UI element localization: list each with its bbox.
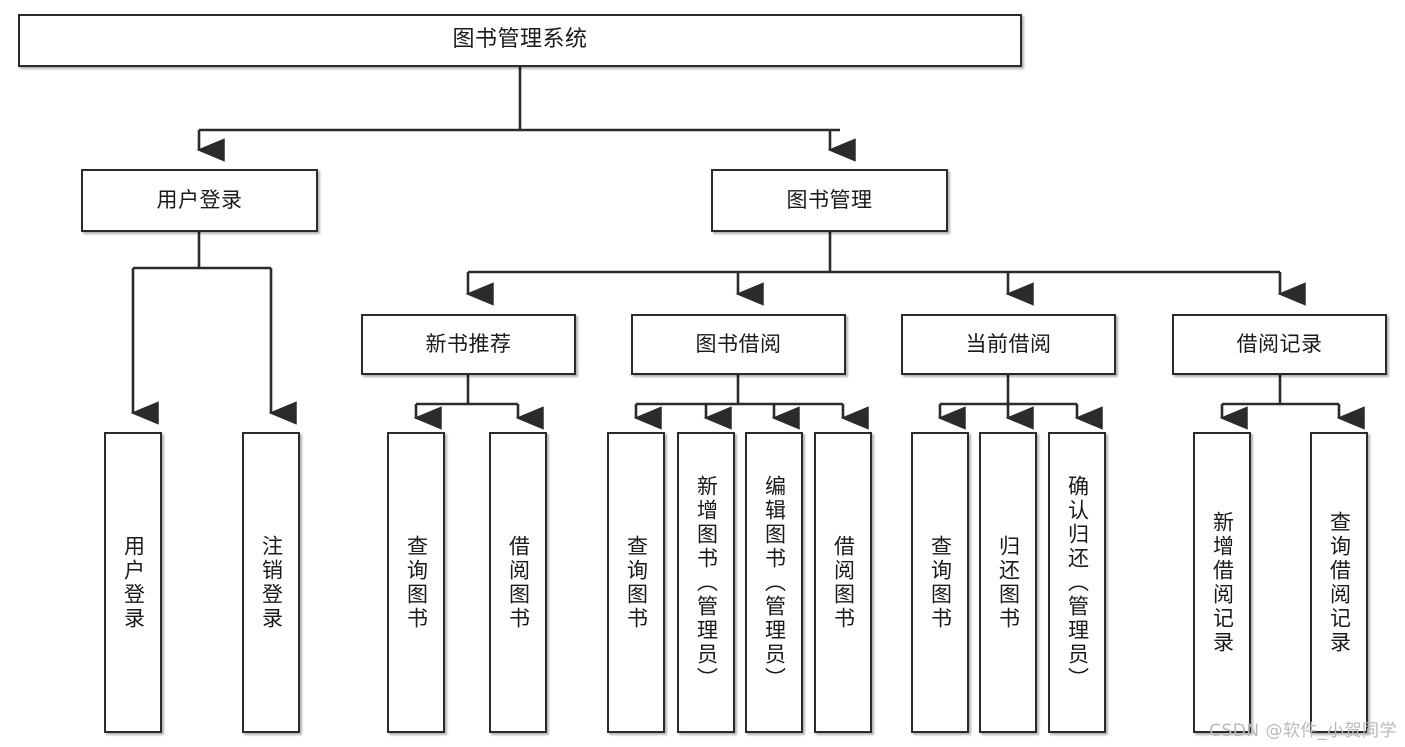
node-leaf-add-record-label: 新增借阅记录 <box>1210 510 1235 655</box>
node-leaf-add-book-label: 新增图书（管理员） <box>694 474 719 691</box>
node-book-borrow-label: 图书借阅 <box>695 331 782 356</box>
node-leaf-return-book[interactable]: 归还图书 <box>979 432 1037 733</box>
node-leaf-query-record[interactable]: 查询借阅记录 <box>1310 432 1368 733</box>
node-user-login[interactable]: 用户登录 <box>81 169 318 232</box>
node-leaf-query-book-3[interactable]: 查询图书 <box>911 432 969 733</box>
node-leaf-edit-book[interactable]: 编辑图书（管理员） <box>745 432 803 733</box>
node-new-book-rec[interactable]: 新书推荐 <box>361 314 576 375</box>
node-leaf-borrow-book-1[interactable]: 借阅图书 <box>489 432 547 733</box>
node-leaf-add-book[interactable]: 新增图书（管理员） <box>677 432 735 733</box>
node-leaf-user-logout-label: 注销登录 <box>259 534 284 631</box>
csdn-watermark: CSDN @软件_小贺同学 <box>1209 721 1397 741</box>
node-leaf-confirm-return[interactable]: 确认归还（管理员） <box>1048 432 1106 733</box>
node-leaf-borrow-book-2-label: 借阅图书 <box>831 534 856 631</box>
node-leaf-query-book-3-label: 查询图书 <box>928 534 953 631</box>
node-leaf-user-logout[interactable]: 注销登录 <box>242 432 300 733</box>
node-book-borrow[interactable]: 图书借阅 <box>631 314 846 375</box>
node-leaf-return-book-label: 归还图书 <box>996 534 1021 631</box>
node-leaf-query-book-1[interactable]: 查询图书 <box>387 432 445 733</box>
node-leaf-user-login-label: 用户登录 <box>121 534 146 631</box>
node-current-borrow[interactable]: 当前借阅 <box>901 314 1116 375</box>
node-leaf-query-record-label: 查询借阅记录 <box>1327 510 1352 655</box>
node-leaf-borrow-book-2[interactable]: 借阅图书 <box>814 432 872 733</box>
node-root[interactable]: 图书管理系统 <box>18 14 1022 67</box>
node-book-manage-label: 图书管理 <box>786 187 873 212</box>
node-leaf-add-record[interactable]: 新增借阅记录 <box>1193 432 1251 733</box>
node-current-borrow-label: 当前借阅 <box>965 331 1052 356</box>
node-user-login-label: 用户登录 <box>156 187 243 212</box>
node-root-label: 图书管理系统 <box>452 27 588 53</box>
node-leaf-borrow-book-1-label: 借阅图书 <box>506 534 531 631</box>
node-borrow-record[interactable]: 借阅记录 <box>1172 314 1387 375</box>
node-new-book-rec-label: 新书推荐 <box>425 331 512 356</box>
node-leaf-edit-book-label: 编辑图书（管理员） <box>762 474 787 691</box>
node-book-manage[interactable]: 图书管理 <box>711 169 948 232</box>
node-leaf-user-login[interactable]: 用户登录 <box>104 432 162 733</box>
node-leaf-query-book-2[interactable]: 查询图书 <box>607 432 665 733</box>
node-leaf-query-book-2-label: 查询图书 <box>624 534 649 631</box>
node-leaf-confirm-return-label: 确认归还（管理员） <box>1065 474 1090 691</box>
node-borrow-record-label: 借阅记录 <box>1236 331 1323 356</box>
node-leaf-query-book-1-label: 查询图书 <box>404 534 429 631</box>
